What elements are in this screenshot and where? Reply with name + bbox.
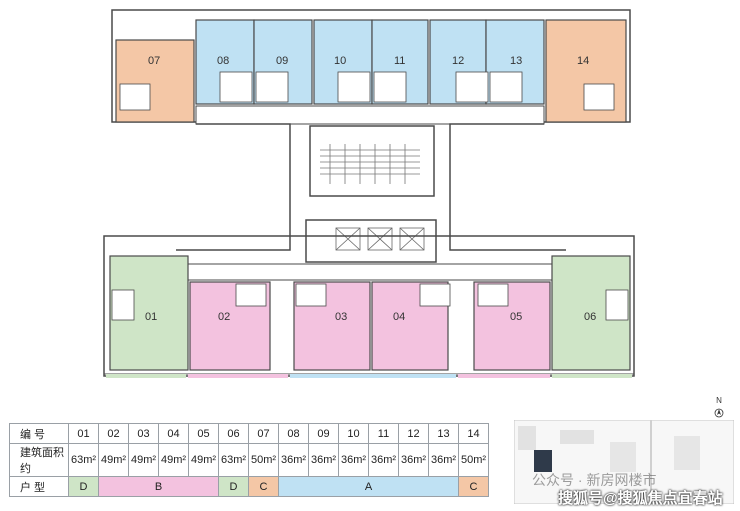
area-cell: 49m² [188,443,219,477]
unit-label-11: 11 [394,55,406,67]
area-cell: 63m² [218,443,249,477]
area-cell: 36m² [308,443,339,477]
watermark-wechat: 公众号 · 新房网楼市 [532,472,657,488]
table-row-numbers: 编 号 01 02 03 04 05 06 07 08 09 10 11 12 … [9,423,489,444]
type-cell-d: D [218,476,249,497]
unit-label-09: 09 [276,55,289,67]
row-label-type: 户 型 [9,476,69,497]
top-corridor [195,105,545,125]
number-cell: 08 [278,423,309,444]
area-cell: 36m² [428,443,459,477]
unit-type-bar [106,374,632,378]
unit-label-01: 01 [145,311,158,323]
type-cell-d: D [68,476,99,497]
number-cell: 06 [218,423,249,444]
area-cell: 50m² [458,443,489,477]
north-label: N [716,396,722,405]
unit-label-02: 02 [218,311,231,323]
number-cell: 02 [98,423,129,444]
unit-label-03: 03 [335,311,348,323]
unit-label-07: 07 [148,55,161,67]
area-cell: 63m² [68,443,99,477]
row-label-area: 建筑面积约 [9,443,69,477]
unit-label-10: 10 [334,55,347,67]
number-cell: 10 [338,423,369,444]
area-cell: 49m² [128,443,159,477]
unit-label-05: 05 [510,311,523,323]
north-arrow: N [712,396,726,418]
area-cell: 49m² [158,443,189,477]
type-cell-a: A [278,476,459,497]
site-key-plan [514,420,734,504]
north-arrow-icon [714,408,724,418]
number-cell: 14 [458,423,489,444]
bottom-corridor [185,263,559,281]
unit-label-08: 08 [217,55,230,67]
type-cell-b: B [98,476,219,497]
unit-label-12: 12 [452,55,465,67]
table-row-types: 户 型 D B D C A C [9,476,489,497]
floor-plan [103,9,635,377]
area-cell: 36m² [338,443,369,477]
number-cell: 01 [68,423,99,444]
unit-label-13: 13 [510,55,523,67]
number-cell: 03 [128,423,159,444]
number-cell: 05 [188,423,219,444]
number-cell: 09 [308,423,339,444]
row-label-number: 编 号 [9,423,69,444]
left-connector [176,123,291,251]
number-cell: 04 [158,423,189,444]
number-cell: 11 [368,423,399,444]
type-cell-c: C [248,476,279,497]
unit-table: 编 号 01 02 03 04 05 06 07 08 09 10 11 12 … [9,423,489,497]
right-connector [449,123,566,251]
area-cell: 36m² [398,443,429,477]
table-row-areas: 建筑面积约 63m² 49m² 49m² 49m² 49m² 63m² 50m²… [9,443,489,477]
elevator-shafts [305,219,437,263]
watermark-sohu: 搜狐号@搜狐焦点宜春站 [558,490,723,507]
stair-core [309,125,435,197]
area-cell: 49m² [98,443,129,477]
unit-label-14: 14 [577,55,590,67]
area-cell: 50m² [248,443,279,477]
type-cell-c: C [458,476,489,497]
number-cell: 07 [248,423,279,444]
area-cell: 36m² [368,443,399,477]
number-cell: 13 [428,423,459,444]
number-cell: 12 [398,423,429,444]
area-cell: 36m² [278,443,309,477]
unit-label-06: 06 [584,311,597,323]
unit-label-04: 04 [393,311,406,323]
